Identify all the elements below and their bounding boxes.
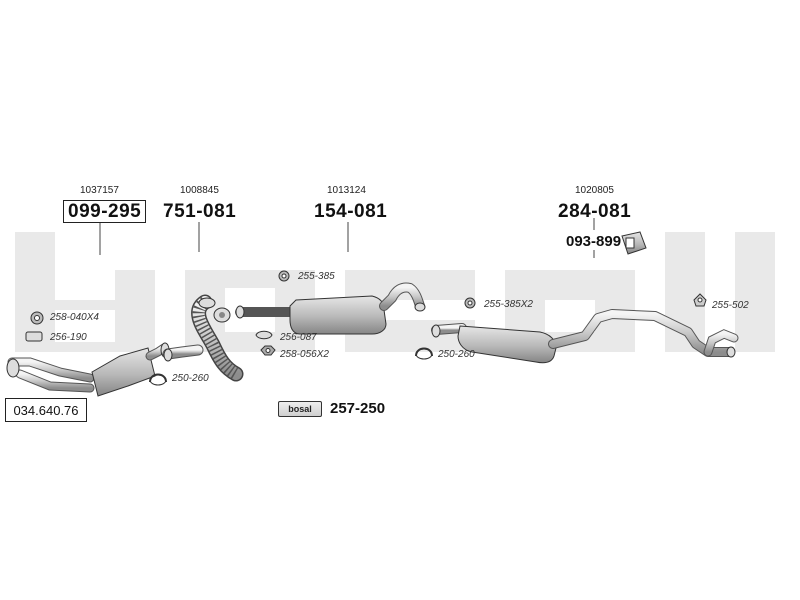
label-256-087[interactable]: 256-087	[280, 332, 317, 343]
gasket-ring-icon[interactable]	[30, 311, 44, 325]
part-751-081[interactable]: 751-081	[163, 201, 237, 222]
label-256-190[interactable]: 256-190	[50, 332, 87, 343]
heat-shield-icon[interactable]	[621, 231, 647, 255]
flexible-pipe[interactable]	[162, 294, 244, 382]
label-258-040x4[interactable]: 258-040X4	[50, 312, 99, 323]
flange-gasket-icon[interactable]	[255, 330, 273, 340]
label-255-385x2[interactable]: 255-385X2	[484, 299, 533, 310]
catalytic-converter[interactable]	[6, 342, 170, 397]
ref-1037157: 1037157	[80, 185, 119, 196]
part-154-081[interactable]: 154-081	[314, 201, 388, 222]
label-250-260-right[interactable]: 250-260	[438, 349, 475, 360]
hex-nut-icon[interactable]	[260, 345, 276, 356]
ref-1020805: 1020805	[575, 185, 614, 196]
clamp-left-icon[interactable]	[149, 373, 167, 386]
mounting-kit-257-250[interactable]: 257-250	[330, 400, 386, 417]
rear-silencer[interactable]	[431, 309, 739, 364]
hanger-bracket-icon[interactable]	[693, 293, 707, 307]
catalog-number: 034.640.76	[5, 398, 87, 422]
part-093-899[interactable]: 093-899	[566, 233, 622, 250]
label-255-385[interactable]: 255-385	[298, 271, 335, 282]
label-258-056x2[interactable]: 258-056X2	[280, 349, 329, 360]
leader-lines	[99, 218, 595, 258]
ref-1008845: 1008845	[180, 185, 219, 196]
rubber-mount-icon[interactable]	[278, 270, 290, 282]
label-250-260-left[interactable]: 250-260	[172, 373, 209, 384]
clamp-right-icon[interactable]	[415, 347, 433, 360]
label-255-502[interactable]: 255-502	[712, 300, 749, 311]
seal-ring-icon[interactable]	[25, 331, 43, 342]
ref-1013124: 1013124	[327, 185, 366, 196]
bosal-logo: bosal	[278, 401, 322, 417]
part-284-081[interactable]: 284-081	[558, 201, 632, 222]
rubber-mount-right-icon[interactable]	[464, 297, 476, 309]
front-silencer[interactable]	[235, 282, 426, 335]
part-099-295[interactable]: 099-295	[63, 200, 147, 223]
